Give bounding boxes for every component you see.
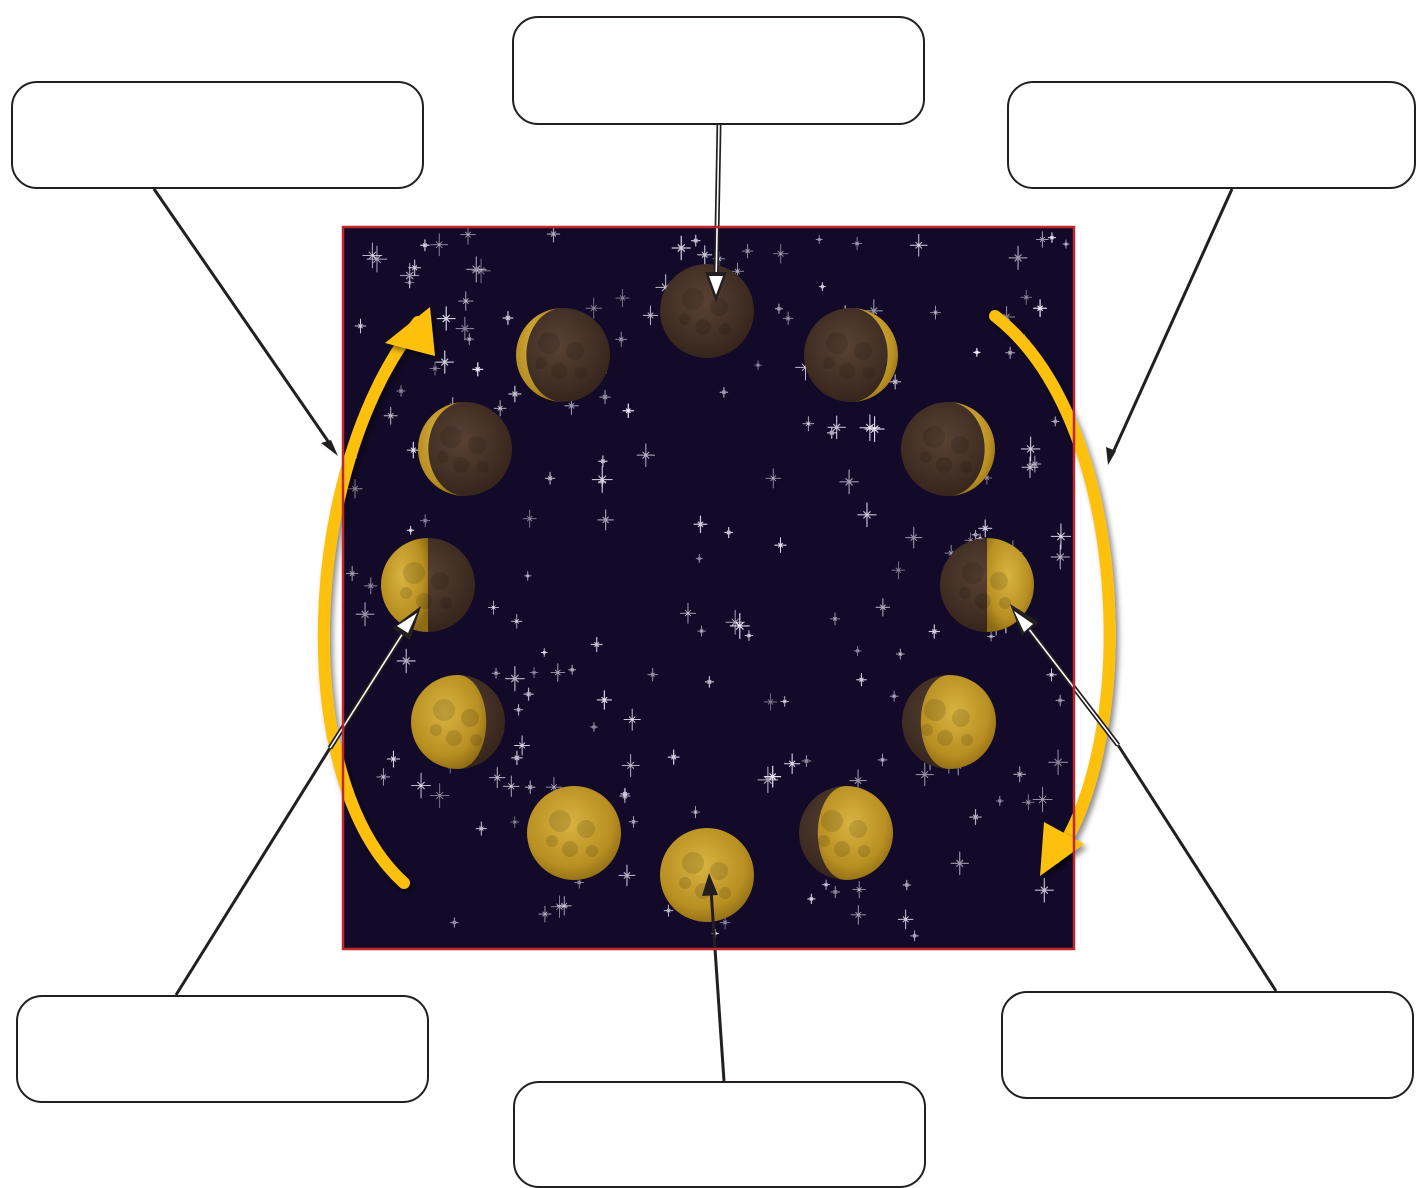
moon-crater bbox=[849, 820, 867, 838]
moon-crater bbox=[679, 313, 691, 325]
moon-crater bbox=[821, 810, 843, 832]
moon-crater bbox=[551, 363, 567, 379]
moon-crater bbox=[682, 288, 704, 310]
label-box-top-right[interactable] bbox=[1007, 81, 1416, 189]
moon-crater bbox=[990, 572, 1008, 590]
moon-crater bbox=[538, 332, 560, 354]
connector-top-left-head bbox=[321, 440, 338, 456]
moon-crater bbox=[453, 457, 469, 473]
moon-crater bbox=[575, 367, 587, 379]
moon-crater bbox=[834, 841, 850, 857]
label-box-bottom[interactable] bbox=[513, 1081, 926, 1188]
moon-crater bbox=[839, 363, 855, 379]
moon-crater bbox=[577, 820, 595, 838]
moon-crater bbox=[959, 587, 971, 599]
moon-crater bbox=[826, 332, 848, 354]
moon-crater bbox=[400, 587, 412, 599]
moon-crater bbox=[437, 451, 449, 463]
connector-top-left bbox=[154, 189, 332, 447]
moon-crater bbox=[470, 734, 482, 746]
moon-crater bbox=[854, 342, 872, 360]
moon-crater bbox=[461, 709, 479, 727]
moon-crater bbox=[695, 319, 711, 335]
moon-crater bbox=[433, 699, 455, 721]
moon-full-moon bbox=[660, 828, 754, 922]
moon-crater bbox=[936, 457, 952, 473]
moon-disc bbox=[660, 828, 754, 922]
moon-crater bbox=[562, 841, 578, 857]
moon-crater bbox=[951, 436, 969, 454]
moon-crater bbox=[999, 597, 1011, 609]
moon-crater bbox=[719, 323, 731, 335]
moon-crater bbox=[710, 862, 728, 880]
moon-waxing-crescent bbox=[804, 308, 898, 402]
moon-crater bbox=[952, 709, 970, 727]
moon-crater bbox=[566, 342, 584, 360]
moon-crater bbox=[823, 357, 835, 369]
moon-disc bbox=[527, 786, 621, 880]
moon-crater bbox=[477, 461, 489, 473]
moon-crater bbox=[923, 426, 945, 448]
moon-crater bbox=[924, 699, 946, 721]
moon-waning-crescent bbox=[418, 402, 512, 496]
connector-bottom-left bbox=[176, 748, 330, 995]
moon-crater bbox=[858, 845, 870, 857]
moon-crater bbox=[416, 593, 432, 609]
moon-full-moon-2 bbox=[527, 786, 621, 880]
moon-crater bbox=[960, 461, 972, 473]
moon-third-quarter bbox=[381, 538, 475, 632]
moon-new-moon bbox=[660, 264, 754, 358]
moon-waxing-crescent-2 bbox=[901, 402, 995, 496]
connector-bottom-right bbox=[1118, 745, 1276, 991]
moon-waning-gibbous bbox=[411, 675, 505, 769]
label-box-bottom-left[interactable] bbox=[16, 995, 429, 1103]
moon-crater bbox=[710, 298, 728, 316]
moon-crater bbox=[440, 597, 452, 609]
moon-crater bbox=[446, 730, 462, 746]
moon-crater bbox=[682, 852, 704, 874]
moon-crater bbox=[937, 730, 953, 746]
moon-crater bbox=[818, 835, 830, 847]
moon-crater bbox=[546, 835, 558, 847]
moon-crater bbox=[679, 877, 691, 889]
connector-top-right bbox=[1112, 189, 1232, 455]
moon-crater bbox=[430, 724, 442, 736]
moon-waning-crescent-2 bbox=[516, 308, 610, 402]
label-box-top-left[interactable] bbox=[11, 81, 424, 189]
label-box-top[interactable] bbox=[512, 16, 925, 125]
label-box-bottom-right[interactable] bbox=[1001, 991, 1414, 1099]
moon-crater bbox=[863, 367, 875, 379]
moon-crater bbox=[962, 562, 984, 584]
moon-waxing-gibbous bbox=[902, 675, 996, 769]
moon-crater bbox=[920, 451, 932, 463]
moon-waxing-gibbous-2 bbox=[799, 786, 893, 880]
moon-crater bbox=[586, 845, 598, 857]
moon-crater bbox=[535, 357, 547, 369]
moon-disc bbox=[660, 264, 754, 358]
moon-crater bbox=[961, 734, 973, 746]
moon-crater bbox=[468, 436, 486, 454]
moon-crater bbox=[719, 887, 731, 899]
moon-crater bbox=[440, 426, 462, 448]
moon-crater bbox=[549, 810, 571, 832]
moon-crater bbox=[975, 593, 991, 609]
moon-crater bbox=[431, 572, 449, 590]
moon-crater bbox=[403, 562, 425, 584]
moon-crater bbox=[921, 724, 933, 736]
